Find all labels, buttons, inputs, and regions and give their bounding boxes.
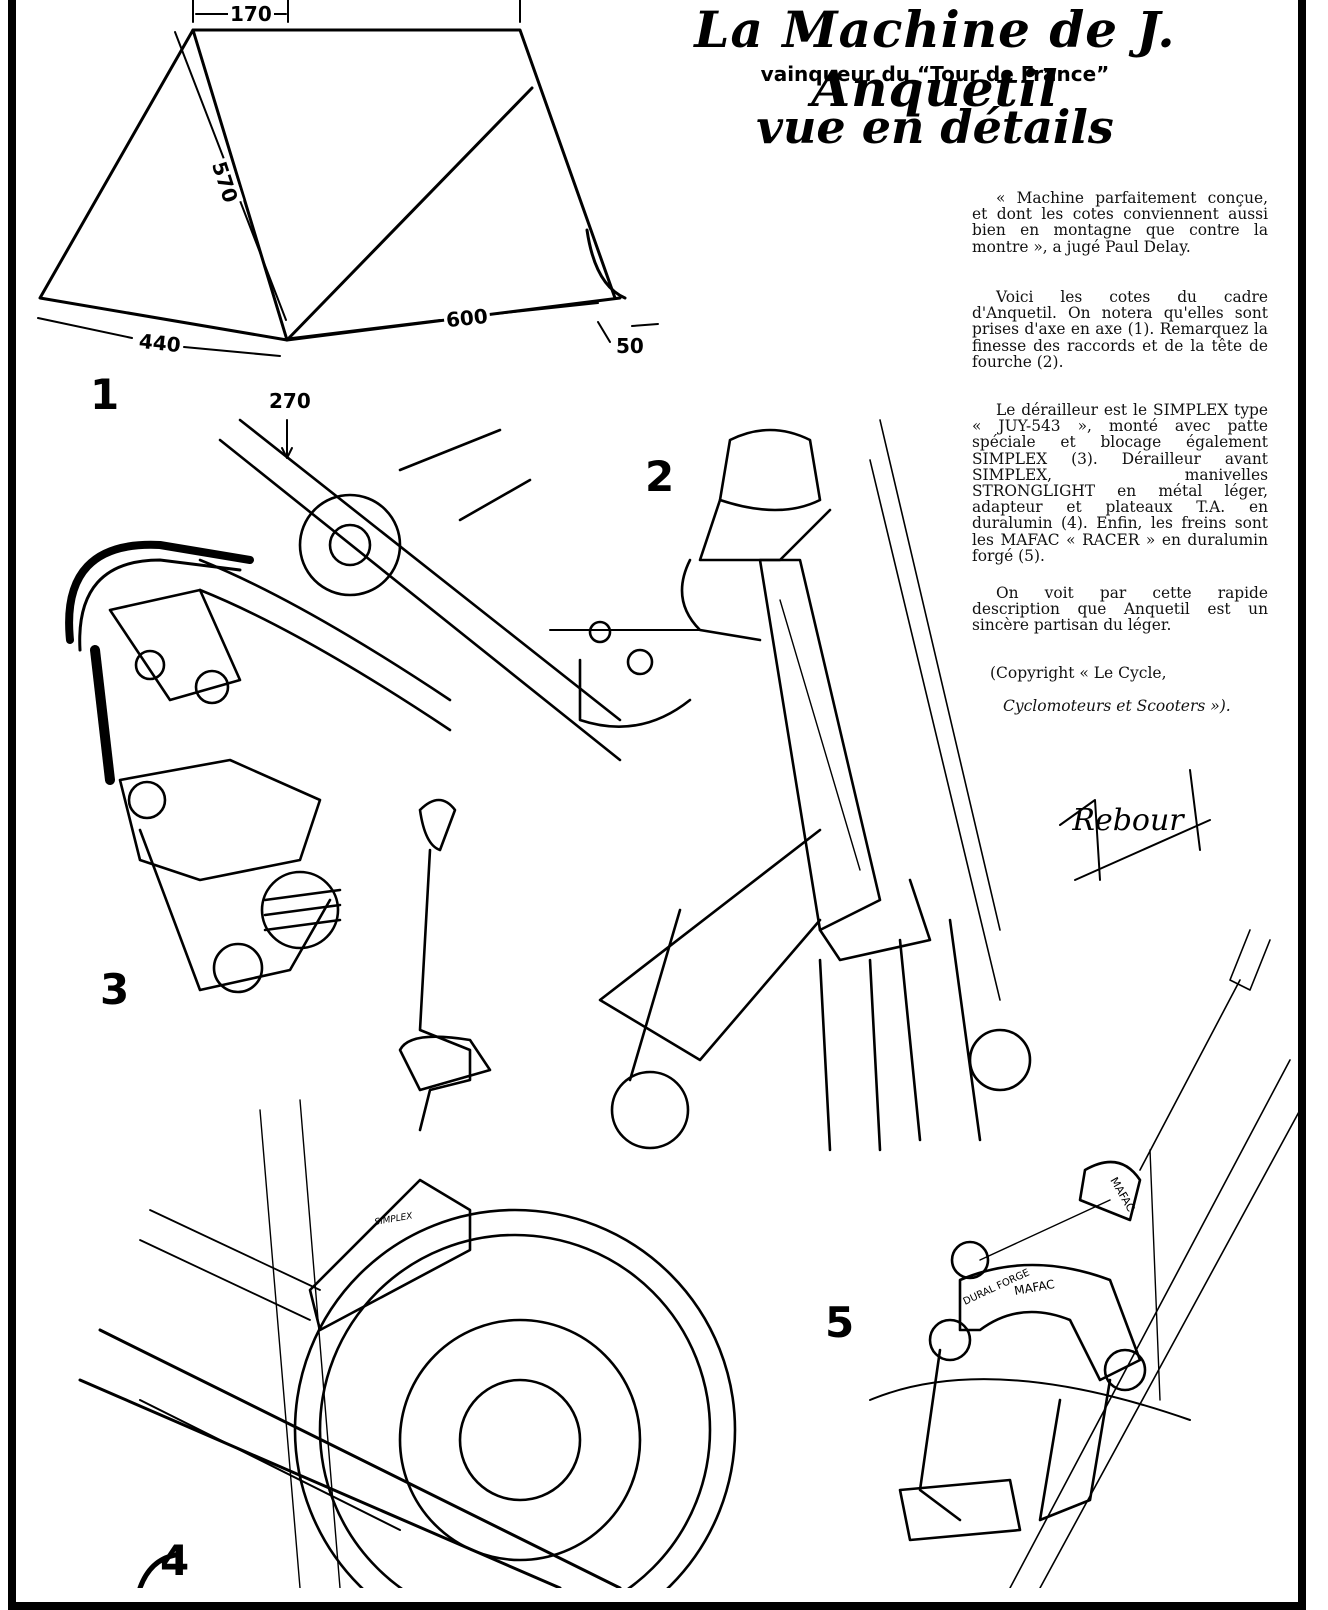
article-paragraph: « Machine parfaitement conçue, et dont l… (972, 189, 1268, 256)
page-title: La Machine de J. Anquetil (694, 0, 1176, 118)
figure-number-4: 4 (160, 1536, 190, 1585)
signature-text: Rebour (1071, 803, 1185, 838)
brake-drawing (869, 929, 1301, 1588)
frame-diagram (37, 0, 659, 459)
dimension-bb-drop: 270 (267, 389, 313, 413)
copyright-line2: Cyclomoteurs et Scooters »). (1003, 697, 1231, 715)
dimension-down-tube: 600 (442, 303, 491, 333)
figure-number-2: 2 (645, 452, 675, 501)
article-paragraph: Le dérailleur est le SIMPLEX type « JUY-… (972, 401, 1268, 565)
brake-brand-arch-text: MAFAC (1013, 1277, 1056, 1298)
brake-brand-text: MAFAC (1107, 1175, 1137, 1214)
figure-number-5: 5 (825, 1298, 855, 1347)
signature-flourish (1059, 769, 1211, 881)
rear-derailleur-drawing (65, 418, 622, 994)
copyright-line1: (Copyright « Le Cycle, (990, 664, 1167, 682)
dimension-chainstay: 440 (135, 328, 184, 358)
chainset-drawing (78, 798, 737, 1588)
derailleur-brand-text: SIMPLEX (374, 1211, 414, 1228)
page-subtitle: vainqueur du “Tour de France” (760, 62, 1110, 86)
dimension-top: 170 (228, 2, 274, 26)
figure-number-1: 1 (90, 370, 120, 419)
page-title-line2: vue en détails (756, 100, 1114, 154)
figure-number-3: 3 (100, 965, 130, 1014)
article-paragraph: On voit par cette rapide description que… (972, 584, 1268, 635)
article-paragraph: Voici les cotes du cadre d'Anquetil. On … (972, 288, 1268, 371)
dimension-fork-offset: 50 (614, 334, 646, 358)
head-lug-drawing (549, 419, 1032, 1152)
